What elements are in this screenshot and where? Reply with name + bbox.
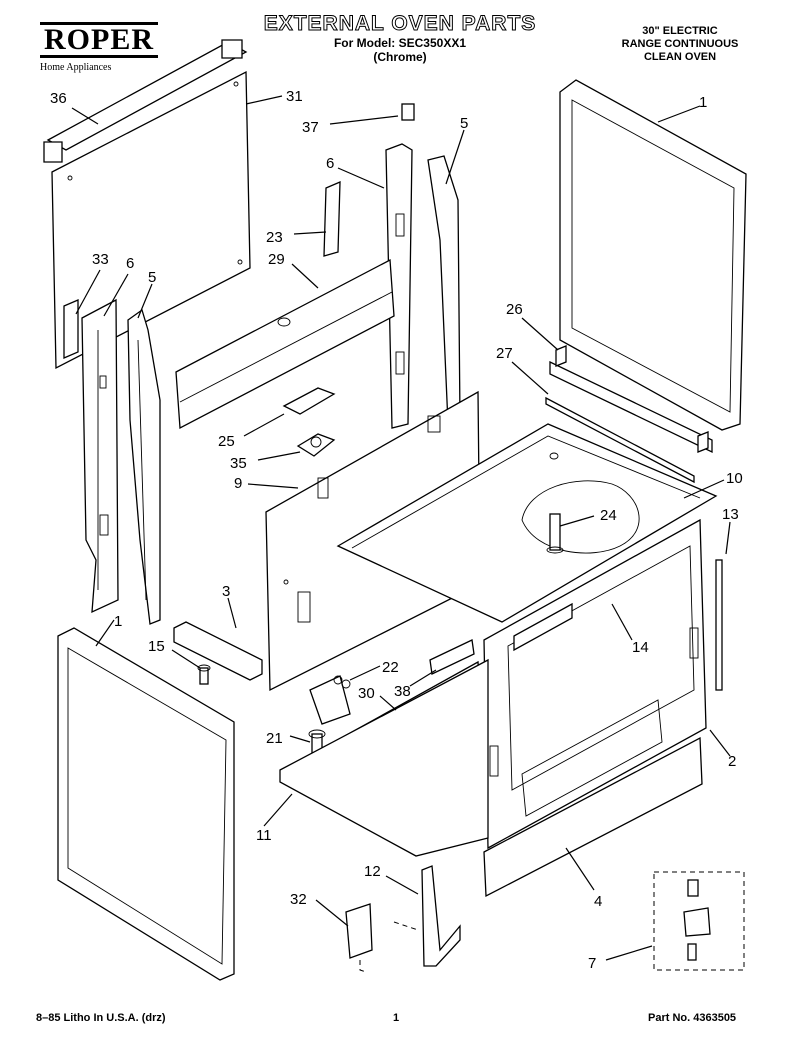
callout-11: 11 — [256, 827, 272, 844]
callout-15: 15 — [148, 638, 165, 655]
callout-5-left: 5 — [148, 269, 156, 286]
page-number: 1 — [393, 1012, 400, 1024]
kick-plate-drawing — [483, 736, 703, 898]
print-info: 8–85 Litho In U.S.A. (drz) — [36, 1012, 166, 1024]
callout-21: 21 — [266, 730, 283, 747]
callout-26: 26 — [506, 301, 523, 318]
subtitle-line-3: CLEAN OVEN — [643, 51, 717, 63]
callout-2: 2 — [728, 753, 736, 770]
left-door-frame-drawing — [57, 627, 235, 981]
right-door-frame-drawing — [559, 79, 747, 431]
callout-29: 29 — [268, 251, 285, 268]
callout-38: 38 — [394, 683, 411, 700]
subtitle-line-1: 30" ELECTRIC — [642, 25, 718, 37]
callout-23: 23 — [266, 229, 283, 246]
subtitle-line-2: RANGE CONTINUOUS — [621, 38, 739, 50]
brand-name: ROPER — [40, 22, 158, 58]
callout-36: 36 — [50, 90, 67, 107]
callout-14: 14 — [632, 639, 649, 656]
rails-drawing — [545, 345, 713, 484]
left-side-members-drawing — [63, 298, 161, 625]
model-line: For Model: SEC350XX1 — [333, 36, 467, 50]
callout-24: 24 — [600, 507, 617, 524]
part-number: Part No. 4363505 — [648, 1012, 737, 1024]
front-frame-drawing — [483, 518, 707, 850]
callout-9: 9 — [234, 475, 242, 492]
callout-22: 22 — [382, 659, 399, 676]
callout-27: 27 — [496, 345, 513, 362]
range-description: 30" ELECTRIC RANGE CONTINUOUS CLEAN OVEN — [600, 25, 760, 64]
bottom-panel-drawing — [279, 658, 489, 857]
brand-tagline: Home Appliances — [40, 62, 112, 73]
callout-6-top: 6 — [326, 155, 334, 172]
roper-logo: ROPER Home Appliances — [40, 22, 160, 73]
leader-lines — [71, 95, 731, 961]
callout-3: 3 — [222, 583, 230, 600]
callout-30: 30 — [358, 685, 375, 702]
crossbar-and-terminal-blocks-drawing — [175, 258, 395, 457]
part-7-detail-drawing — [653, 871, 745, 971]
callout-31: 31 — [286, 88, 303, 105]
title-block: EXTERNAL OVEN PARTS For Model: SEC350XX1… — [240, 12, 560, 65]
callout-6-left: 6 — [126, 255, 134, 272]
callout-25: 25 — [218, 433, 235, 450]
callout-13: 13 — [722, 506, 739, 523]
strip-13-drawing — [715, 559, 723, 691]
callout-35: 35 — [230, 455, 247, 472]
bracket-3-drawing — [173, 621, 351, 725]
callout-4: 4 — [594, 893, 602, 910]
callout-32: 32 — [290, 891, 307, 908]
center-upright-members-drawing — [323, 103, 461, 429]
callout-37: 37 — [302, 119, 319, 136]
callout-10: 10 — [726, 470, 743, 487]
callout-7: 7 — [588, 955, 596, 972]
page-title: EXTERNAL OVEN PARTS — [263, 12, 537, 36]
callout-12: 12 — [364, 863, 381, 880]
callout-33: 33 — [92, 251, 109, 268]
callout-5-top: 5 — [460, 115, 468, 132]
callout-1-top: 1 — [699, 94, 707, 111]
finish-line: (Chrome) — [373, 50, 427, 64]
oven-bottom-drawing — [336, 423, 718, 623]
callout-1-left: 1 — [114, 613, 122, 630]
parts-12-32-drawing — [345, 865, 461, 973]
